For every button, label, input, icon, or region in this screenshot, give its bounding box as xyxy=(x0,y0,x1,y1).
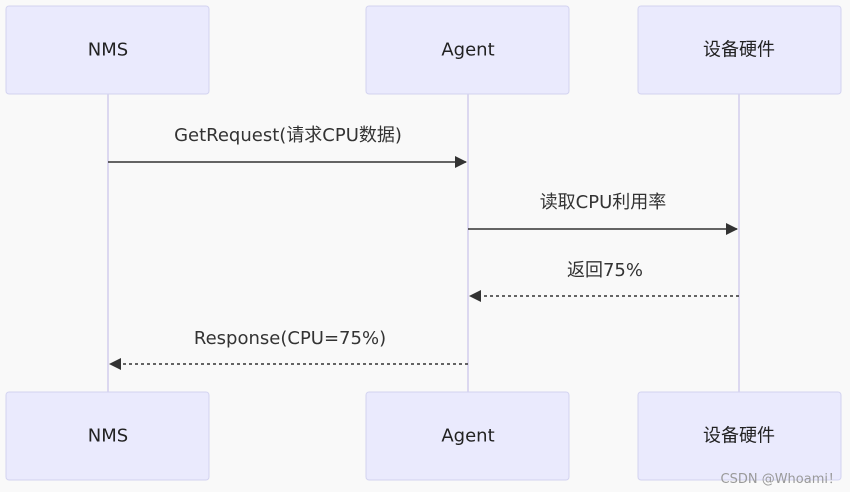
actor-bottom-hw-label: 设备硬件 xyxy=(703,426,775,447)
message-2: 读取CPU利用率 xyxy=(468,192,738,235)
message-2-label: 读取CPU利用率 xyxy=(540,192,667,213)
message-3-label: 返回75% xyxy=(567,260,643,281)
actor-top-nms-label: NMS xyxy=(88,40,128,61)
actor-bottom-hw: 设备硬件 xyxy=(637,391,842,481)
actor-top-hw-label: 设备硬件 xyxy=(703,40,775,61)
message-1-label: GetRequest(请求CPU数据) xyxy=(174,125,402,146)
message-4: Response(CPU=75%) xyxy=(109,328,468,370)
actor-bottom-agent-label: Agent xyxy=(441,426,494,447)
actor-bottom-agent: Agent xyxy=(365,391,570,481)
watermark-text: CSDN @Whoami！ xyxy=(721,472,842,487)
message-3: 返回75% xyxy=(469,260,739,302)
actor-top-nms: NMS xyxy=(5,5,210,95)
message-1: GetRequest(请求CPU数据) xyxy=(108,125,467,168)
actor-top-hw: 设备硬件 xyxy=(637,5,842,95)
actor-bottom-nms: NMS xyxy=(5,391,210,481)
actor-bottom-nms-label: NMS xyxy=(88,426,128,447)
actor-top-agent: Agent xyxy=(365,5,570,95)
message-4-label: Response(CPU=75%) xyxy=(194,328,386,349)
actor-top-agent-label: Agent xyxy=(441,40,494,61)
